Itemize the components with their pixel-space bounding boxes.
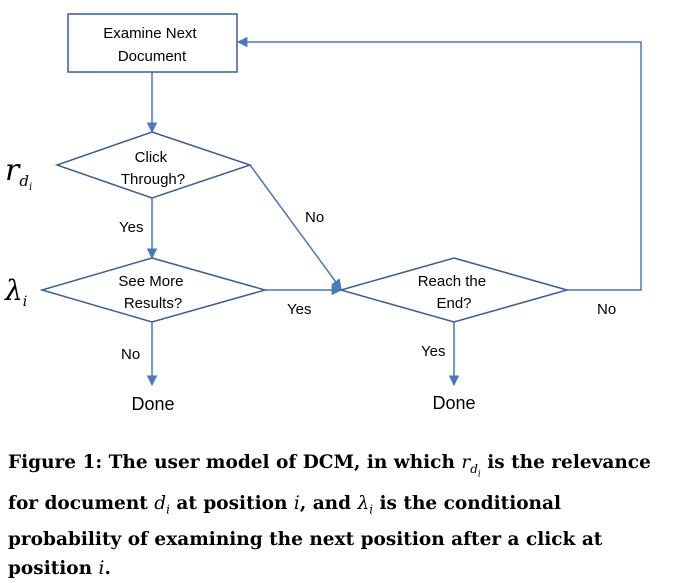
reach-yes-label: Yes (421, 343, 445, 360)
reach-label-line1: Reach the (418, 273, 486, 290)
svg-text:Reach the End?: Reach the End? (418, 273, 491, 312)
caption-r-symbol: rdi (461, 452, 481, 480)
reach-the-end-decision (338, 257, 570, 323)
edge-click-no (249, 164, 342, 290)
see-more-label-line1: See More (118, 273, 183, 290)
reach-no-label: No (597, 301, 616, 318)
edge-reach-no (236, 36, 642, 291)
caption-lambda-symbol: λi (357, 493, 374, 517)
click-label-line2: Through? (121, 171, 185, 188)
lambda-variable-label: λi (4, 274, 27, 310)
figure-caption: Figure 1: The user model of DCM, in whic… (8, 452, 651, 579)
examine-label-line1: Examine Next (103, 25, 197, 42)
see-more-no-label: No (121, 346, 140, 363)
click-label-line1: Click (135, 149, 168, 166)
reach-label-line2: End? (436, 295, 471, 312)
svg-text:See More Results?: See More Results? (118, 273, 187, 312)
see-more-results-decision (39, 257, 268, 323)
svg-text:Click Through?: Click Through? (121, 149, 185, 188)
done-right-label: Done (432, 393, 475, 413)
svg-text:Examine Next Document: Examine Next Document (103, 25, 201, 65)
examine-label-line2: Document (118, 48, 187, 65)
see-more-label-line2: Results? (124, 295, 182, 312)
relevance-variable-label: rdi (5, 153, 32, 193)
click-through-decision (54, 131, 253, 199)
click-yes-label: Yes (119, 219, 143, 236)
see-more-yes-label: Yes (287, 301, 311, 318)
click-no-label: No (305, 209, 324, 226)
caption-d-symbol: di (154, 493, 170, 517)
done-left-label: Done (131, 394, 174, 414)
examine-next-document-box (67, 13, 238, 73)
dcm-flowchart: Examine Next Document Click Through? See… (4, 13, 642, 414)
